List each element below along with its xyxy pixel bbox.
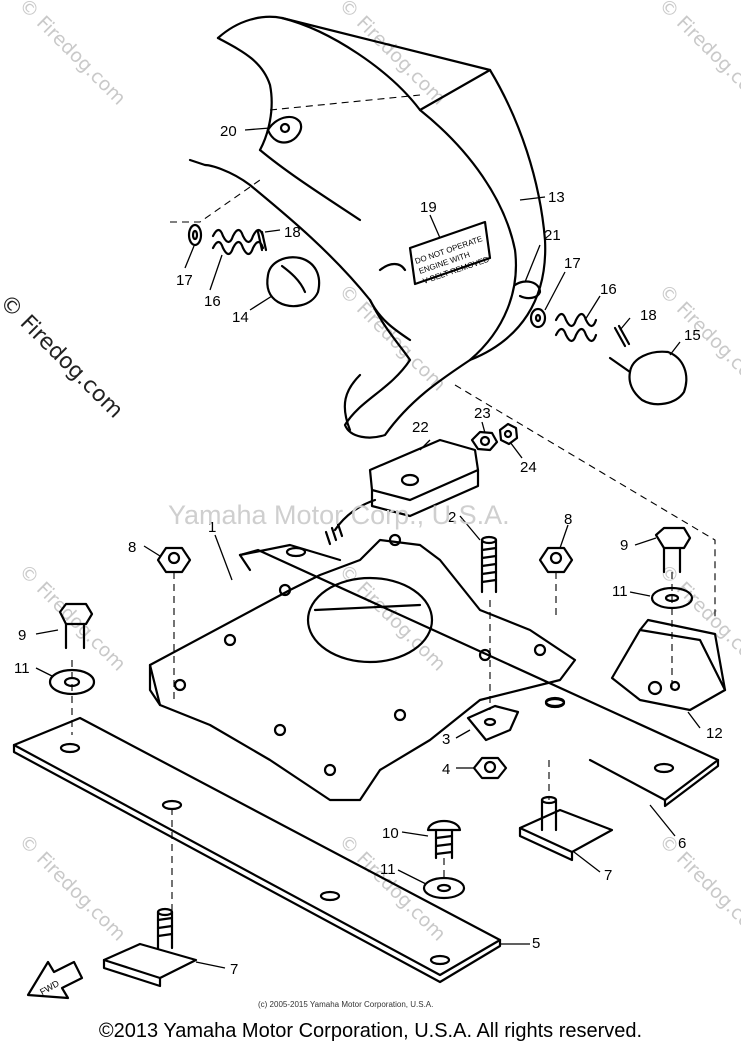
right-knob-assembly (513, 280, 688, 406)
callout-9: 9 (620, 537, 628, 554)
callout-1: 1 (208, 519, 216, 536)
long-plate-5 (12, 716, 502, 984)
callout-9: 9 (18, 627, 26, 644)
nut-4 (472, 756, 508, 780)
callout-19: 19 (420, 199, 437, 216)
belt-guard-cover (188, 15, 547, 439)
callout-13: 13 (548, 189, 565, 206)
callout-11: 11 (14, 660, 30, 677)
strip-6 (238, 548, 720, 808)
main-mounting-plate (148, 533, 577, 802)
nut-23 (470, 430, 499, 452)
forward-arrow-icon (26, 960, 84, 1000)
callout-21: 21 (544, 227, 561, 244)
watermark-center: Yamaha Motor Corp., U.S.A. (168, 500, 510, 530)
callout-labels: 20 19 13 18 17 16 14 21 17 16 18 15 23 2… (14, 123, 723, 978)
copyright-footer: ©2013 Yamaha Motor Corporation, U.S.A. A… (98, 1020, 643, 1042)
washer-11-bottom (422, 876, 466, 900)
callout-7: 7 (230, 961, 238, 978)
bolt-9-left (58, 602, 94, 650)
nut-24 (498, 422, 519, 446)
callout-10: 10 (382, 825, 399, 842)
callout-17: 17 (176, 272, 193, 289)
bolt-9-right (654, 526, 692, 574)
bracket-22 (324, 438, 480, 546)
bolt-plate-7-left (102, 907, 198, 988)
nut-8-left (156, 546, 192, 574)
callout-6: 6 (678, 835, 686, 852)
callout-2: 2 (448, 509, 456, 526)
clip-part (266, 115, 303, 144)
callout-17: 17 (564, 255, 581, 272)
small-copyright: (c) 2005-2015 Yamaha Motor Corporation, … (258, 1000, 434, 1009)
bolt-10 (426, 819, 462, 860)
bolt-plate-7-right (518, 795, 614, 862)
plate-3 (466, 704, 520, 742)
callout-4: 4 (442, 761, 450, 778)
fwd-label: FWD (38, 978, 61, 997)
callout-12: 12 (706, 725, 723, 742)
callout-22: 22 (412, 419, 429, 436)
callout-18: 18 (640, 307, 657, 324)
callout-24: 24 (520, 459, 537, 476)
callout-15: 15 (684, 327, 701, 344)
bracket-12 (610, 618, 727, 712)
stud-2 (480, 535, 498, 594)
callout-8: 8 (128, 539, 136, 556)
callout-7: 7 (604, 867, 612, 884)
nut-8-right (538, 546, 574, 574)
callout-16: 16 (600, 281, 617, 298)
callout-3: 3 (442, 731, 450, 748)
callout-16: 16 (204, 293, 221, 310)
callout-23: 23 (474, 405, 491, 422)
callout-20: 20 (220, 123, 237, 140)
callout-18: 18 (284, 224, 301, 241)
alignment-lines (71, 94, 716, 912)
callout-8: 8 (564, 511, 572, 528)
leader-lines (35, 127, 701, 969)
callout-11: 11 (612, 583, 628, 600)
callout-5: 5 (532, 935, 540, 952)
warning-decal (408, 220, 492, 286)
callout-14: 14 (232, 309, 249, 326)
callout-11: 11 (380, 861, 396, 878)
